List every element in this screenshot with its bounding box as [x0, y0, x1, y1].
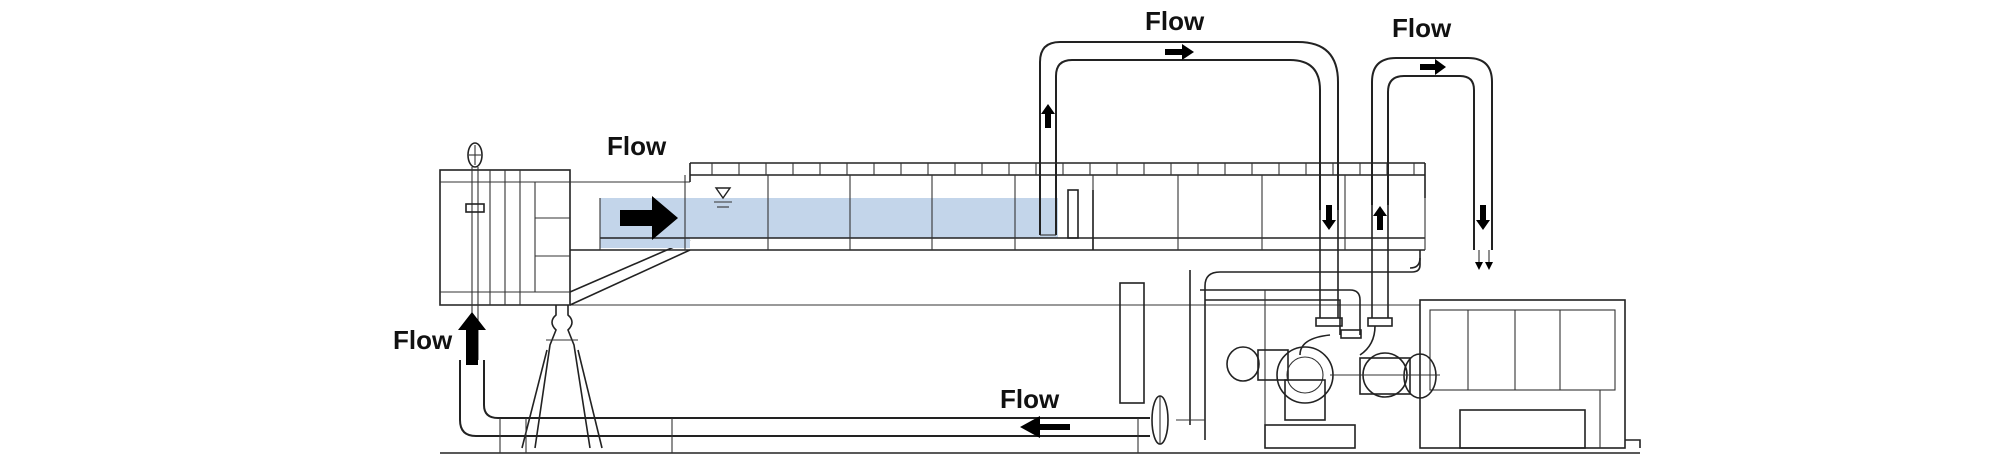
head-tank	[439, 169, 1420, 306]
arrow-right-icon	[1420, 59, 1446, 75]
arrow-left-icon	[1020, 416, 1070, 438]
arrow-up-icon	[1041, 104, 1055, 128]
outflow-arrows	[1475, 250, 1493, 270]
support-stand	[521, 305, 603, 449]
flow-label-riser: Flow	[393, 325, 453, 355]
water-body-left	[600, 238, 690, 248]
flow-label-upper-left: Flow	[1145, 6, 1205, 36]
rail-ticks	[711, 163, 1415, 175]
water-level-icon	[714, 187, 732, 208]
arrow-right-icon	[1165, 44, 1194, 60]
arrow-down-icon	[1322, 205, 1336, 230]
arrow-up-icon	[458, 312, 486, 365]
arrow-up-icon	[1373, 206, 1387, 230]
pump-assembly	[1119, 205, 1440, 449]
flow-label-inlet: Flow	[607, 131, 667, 161]
flow-label-upper-right: Flow	[1392, 13, 1452, 43]
arrow-down-icon	[1476, 205, 1490, 230]
flume-channel	[570, 162, 1426, 251]
siphon-pipe-left	[1039, 41, 1339, 236]
arrow-right-icon	[620, 196, 678, 240]
flow-label-return: Flow	[1000, 384, 1060, 414]
return-pipe	[459, 360, 1205, 453]
siphon-pipe-right	[1371, 57, 1493, 250]
sump-structure	[1204, 250, 1641, 449]
